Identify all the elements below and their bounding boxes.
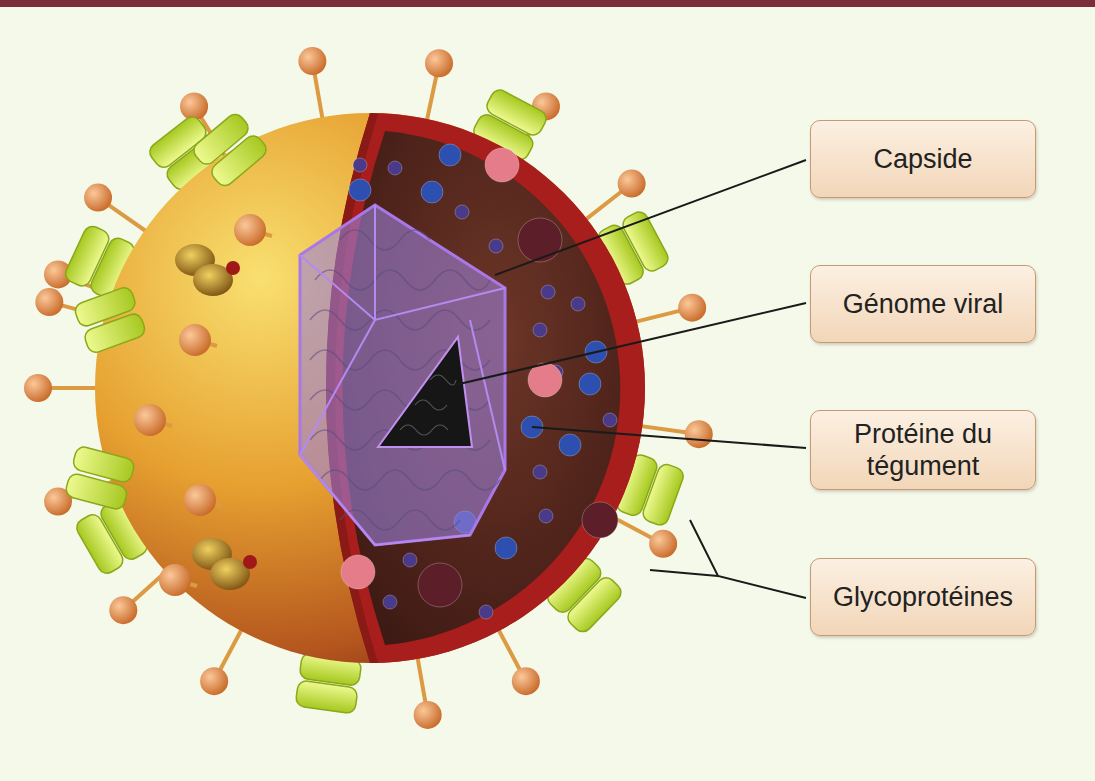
tegument-protein: [388, 161, 402, 175]
spike-glycoprotein: [627, 294, 706, 324]
surface-spike: [234, 214, 272, 246]
spike-glycoprotein: [298, 47, 326, 127]
tegument-protein: [518, 218, 562, 262]
part-label: Génome viral: [843, 288, 1004, 320]
spike-head: [180, 92, 208, 120]
tegument-protein: [403, 553, 417, 567]
tegument-protein: [533, 465, 547, 479]
tegument-protein: [559, 434, 581, 456]
tegument-protein: [495, 537, 517, 559]
spike-head: [618, 170, 646, 198]
tegument-protein: [383, 595, 397, 609]
surface-glycoprotein: [73, 285, 147, 354]
tegument-protein: [489, 239, 503, 253]
spike-head: [109, 596, 137, 624]
tegument-protein: [528, 363, 562, 397]
viral-genome: [378, 337, 472, 447]
tegument-protein: [455, 205, 469, 219]
label-box: Capside: [810, 120, 1036, 198]
tegument-protein: [421, 181, 443, 203]
tegument-protein: [539, 509, 553, 523]
tegument-protein: [341, 555, 375, 589]
spike-head: [84, 184, 112, 212]
spike-head: [512, 667, 540, 695]
tegument-protein: [479, 605, 493, 619]
spike-glycoprotein: [414, 649, 442, 729]
leader-lines: [455, 160, 806, 598]
tegument-protein: [541, 285, 555, 299]
spike-glycoprotein: [200, 622, 245, 695]
tegument-protein: [418, 563, 462, 607]
tegument-protein: [533, 323, 547, 337]
tegument-protein: [579, 373, 601, 395]
spike-head: [298, 47, 326, 75]
spike-head: [200, 667, 228, 695]
spike-head: [24, 374, 52, 402]
tegument-protein: [439, 144, 461, 166]
tegument-protein: [603, 413, 617, 427]
spike-head: [685, 420, 713, 448]
viral-envelope: [95, 113, 645, 663]
spike-head: [649, 530, 677, 558]
spike-head: [425, 49, 453, 77]
label-box: Protéine du tégument: [810, 410, 1036, 490]
spike-head: [414, 701, 442, 729]
surface-spike: [134, 404, 172, 436]
label-box: Génome viral: [810, 265, 1036, 343]
surface-glycoprotein: [64, 445, 135, 511]
surface-protein: [192, 538, 257, 590]
surface-spike: [179, 324, 217, 356]
tegument-protein: [485, 148, 519, 182]
tegument-protein: [571, 297, 585, 311]
spike-glycoprotein: [632, 420, 712, 448]
tegument-protein: [582, 502, 618, 538]
part-label: Protéine du tégument: [821, 418, 1025, 483]
part-label: Capside: [873, 143, 972, 175]
tegument-protein: [353, 158, 367, 172]
top-bar: [0, 0, 1095, 7]
capsid: [300, 205, 505, 545]
label-box: Glycoprotéines: [810, 558, 1036, 636]
spike-head: [678, 294, 706, 322]
spike-glycoprotein: [425, 49, 453, 129]
surface-spike: [159, 564, 197, 596]
spike-glycoprotein: [24, 374, 105, 402]
spike-glycoprotein: [494, 622, 539, 695]
surface-glycoprotein: [190, 111, 269, 189]
surface-spike: [184, 484, 222, 516]
spike-head: [35, 288, 63, 316]
tegument-protein: [349, 179, 371, 201]
surface-protein: [175, 244, 240, 296]
part-label: Glycoprotéines: [833, 581, 1013, 613]
